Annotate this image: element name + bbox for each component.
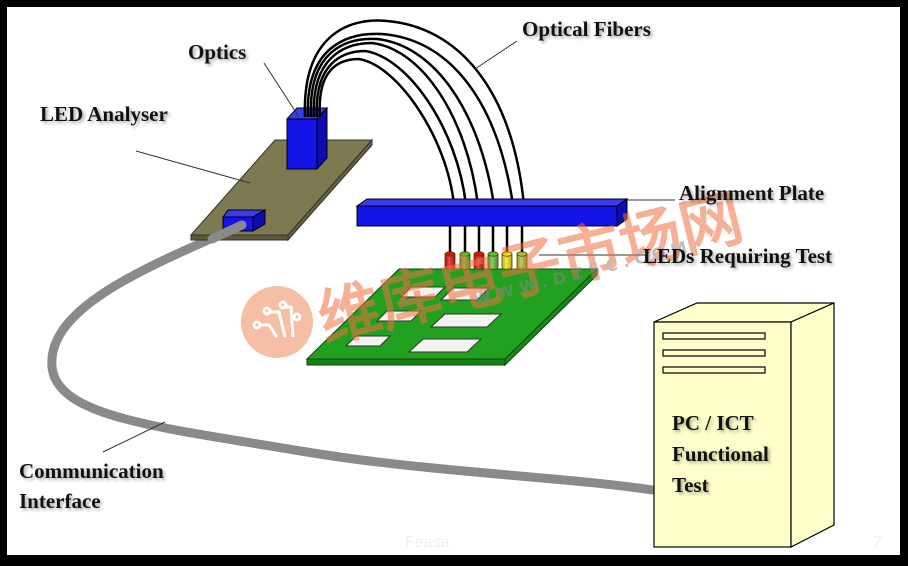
led-green (459, 251, 471, 270)
label-optics: Optics (188, 40, 247, 64)
led-red (473, 251, 485, 270)
drive-bay-1 (662, 332, 766, 340)
slide: 维库电子市场网 WWW.DZSC.COM Optics LED Analyser… (7, 7, 900, 555)
analyser-leader (135, 150, 251, 184)
label-communication-interface-line1: Communication (19, 459, 164, 483)
cable-plug-segment (207, 220, 247, 244)
label-leds-requiring-test: LEDs Requiring Test (643, 244, 833, 268)
pcb-board (305, 267, 599, 367)
pc-tower (653, 302, 835, 548)
label-pc-line3: Test (672, 473, 709, 497)
led-analyser-board (189, 138, 374, 242)
optical-fibers (303, 19, 526, 206)
fibers-leader (474, 40, 518, 70)
label-led-analyser: LED Analyser (40, 102, 168, 126)
drive-bay-2 (662, 349, 766, 357)
footer-page-number: 7 (873, 534, 882, 551)
led-row (444, 251, 528, 270)
leader-lines (102, 40, 675, 453)
communication-cable (47, 220, 657, 495)
optics-block (285, 106, 329, 171)
led-yellow (501, 251, 513, 270)
led-green (487, 251, 499, 270)
label-pc-line2: Functional (672, 442, 769, 466)
label-alignment-plate: Alignment Plate (679, 181, 825, 205)
drive-bay-3 (662, 366, 766, 374)
optics-leader (263, 62, 300, 118)
alignment-plate (355, 198, 629, 227)
comm-leader (102, 421, 166, 453)
led-yellow-green (516, 251, 528, 270)
watermark-logo-icon (241, 286, 313, 358)
diagram-canvas: 维库电子市场网 WWW.DZSC.COM (47, 19, 835, 548)
footer-brand: Feasa (405, 534, 450, 551)
led-red (444, 251, 456, 270)
label-optical-fibers: Optical Fibers (522, 17, 651, 41)
label-pc-line1: PC / ICT (672, 411, 754, 435)
pcb-chips (344, 286, 503, 353)
fiber-stubs (448, 226, 524, 252)
label-communication-interface-line2: Interface (19, 489, 101, 513)
